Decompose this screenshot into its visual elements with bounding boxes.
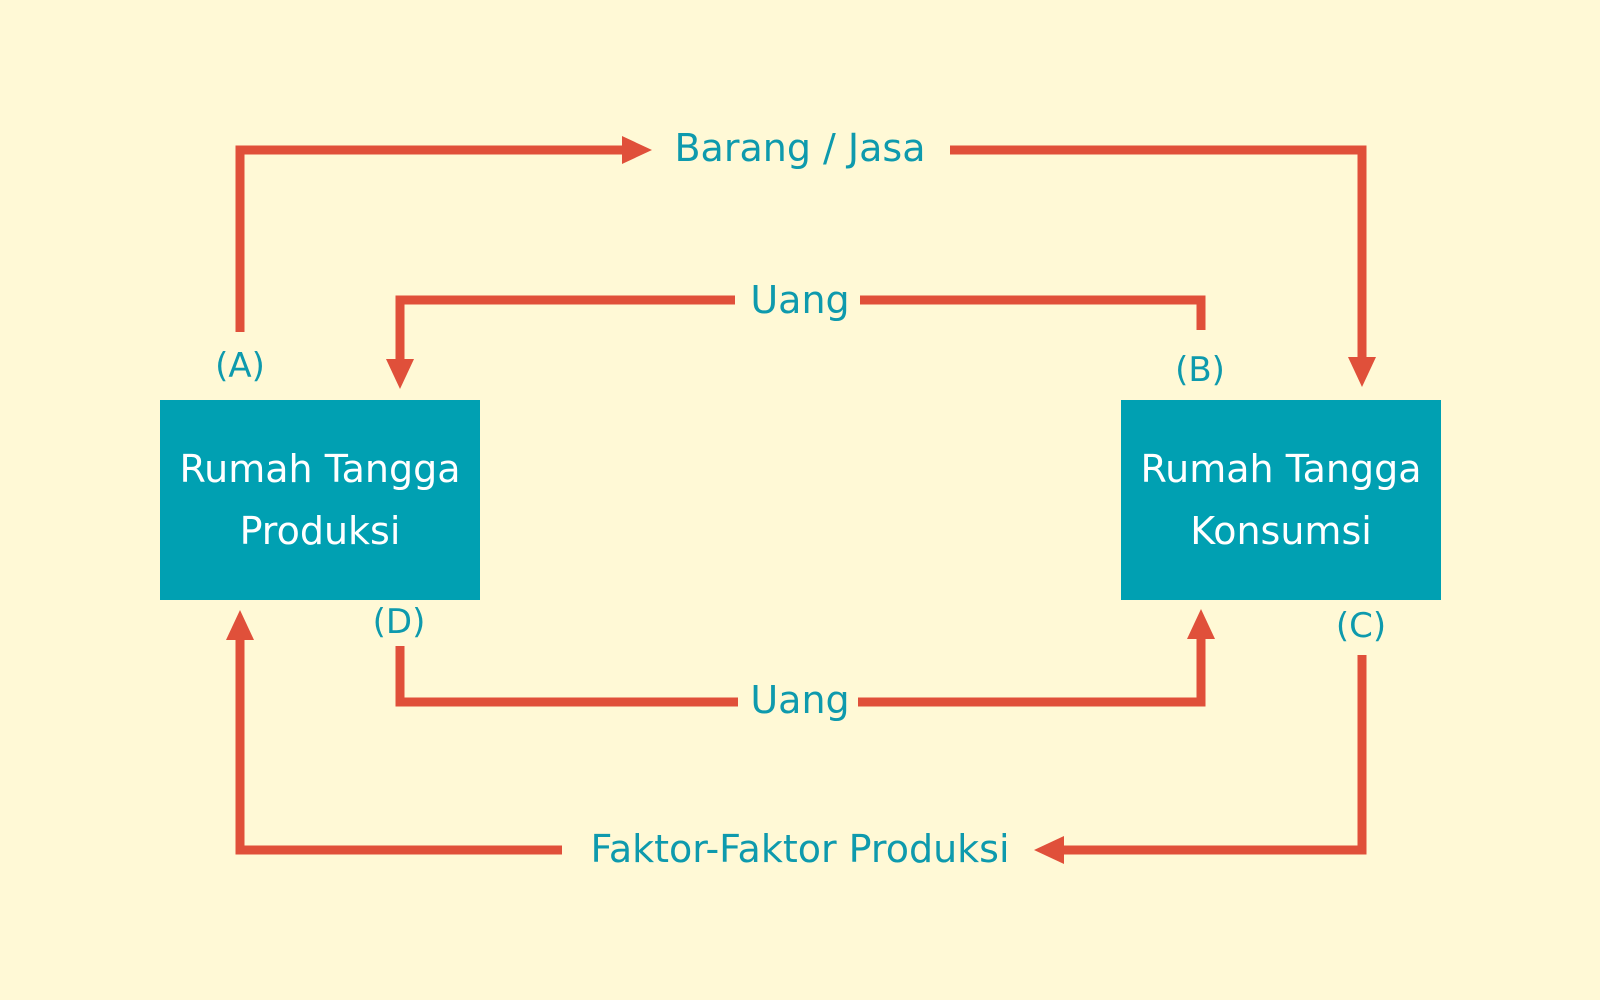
point-label-b: (B) xyxy=(1175,350,1225,390)
consumer-household-box: Rumah Tangga Konsumsi xyxy=(1121,400,1441,600)
money-bottom-arrow-left xyxy=(395,646,738,707)
goods-flow-label: Barang / Jasa xyxy=(674,126,926,170)
producer-box-line2: Produksi xyxy=(239,509,401,553)
money-bottom-arrowhead-up xyxy=(1187,609,1215,639)
goods-flow-arrowhead-right xyxy=(622,136,652,164)
goods-flow-arrowhead-down xyxy=(1348,357,1376,387)
goods-flow-arrow-left xyxy=(235,145,625,332)
factors-flow-arrowhead-left xyxy=(1034,836,1064,864)
money-top-arrowhead-down xyxy=(386,359,414,389)
consumer-box-line2: Konsumsi xyxy=(1190,509,1372,553)
point-label-d: (D) xyxy=(372,602,426,642)
producer-household-box: Rumah Tangga Produksi xyxy=(160,400,480,600)
factors-flow-label: Faktor-Faktor Produksi xyxy=(590,827,1010,871)
point-label-a: (A) xyxy=(215,346,265,386)
money-top-arrow-right xyxy=(860,295,1206,330)
money-top-arrow-left xyxy=(395,295,735,360)
consumer-box-line1: Rumah Tangga xyxy=(1140,447,1422,491)
producer-box-line1: Rumah Tangga xyxy=(179,447,461,491)
money-bottom-arrow-right xyxy=(858,638,1206,707)
factors-flow-arrow-right xyxy=(1062,655,1367,855)
factors-flow-arrowhead-up xyxy=(226,610,254,640)
money-bottom-flow-label: Uang xyxy=(750,678,850,722)
point-label-c: (C) xyxy=(1335,606,1387,646)
goods-flow-arrow-right xyxy=(950,145,1367,358)
factors-flow-arrow-left xyxy=(235,640,562,855)
money-top-flow-label: Uang xyxy=(750,278,850,322)
